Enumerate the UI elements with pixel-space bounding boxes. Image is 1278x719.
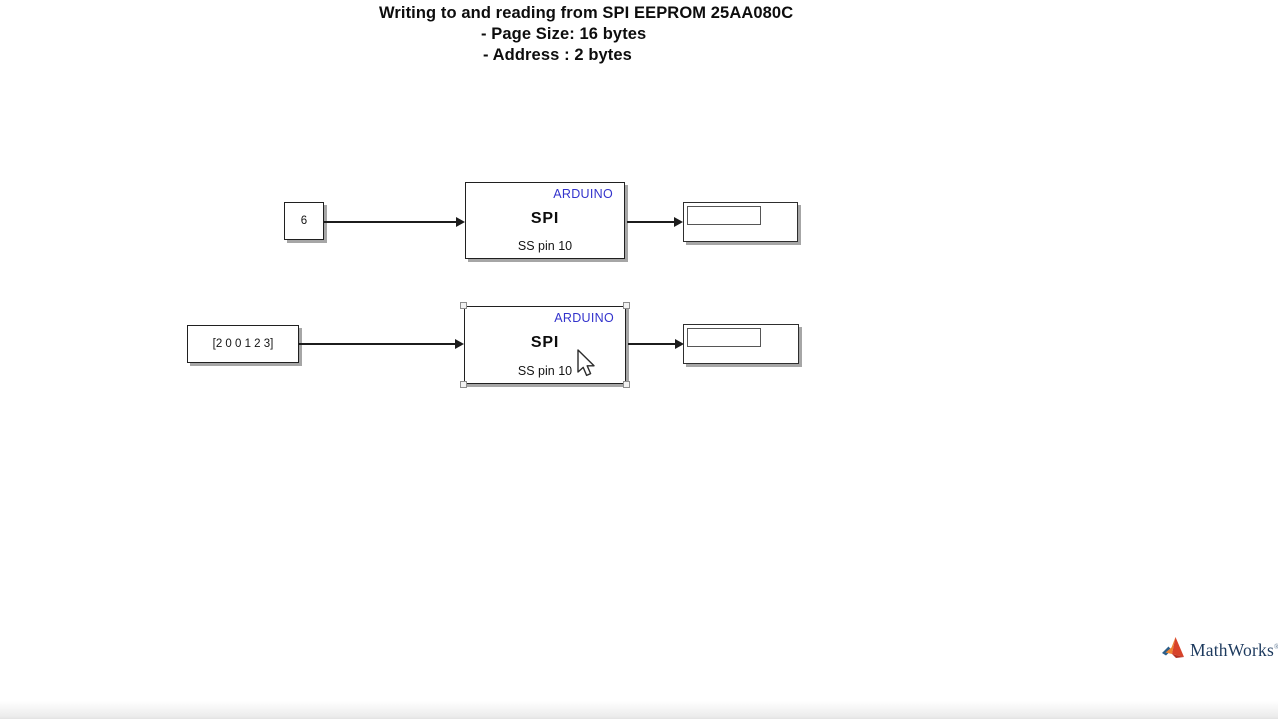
trademark-symbol: ®: [1274, 642, 1278, 651]
display-value-field: [687, 206, 761, 225]
signal-wire: [627, 221, 675, 223]
selection-handle-top-right[interactable]: [623, 302, 630, 309]
spi-wr-block-write[interactable]: ARDUINO SPI SS pin 10: [465, 182, 625, 259]
constant-value: 6: [300, 215, 308, 227]
wire-arrowhead-icon: [455, 339, 464, 349]
model-title-line1: Writing to and reading from SPI EEPROM 2…: [379, 4, 794, 22]
model-title-line2: - Page Size: 16 bytes: [481, 25, 647, 43]
wire-arrowhead-icon: [674, 217, 683, 227]
display-block-read[interactable]: [683, 324, 799, 364]
mathworks-watermark: MathWorks®: [1162, 635, 1278, 661]
signal-wire: [628, 343, 675, 345]
spi-block-name: SPI: [530, 334, 560, 351]
display-block-write[interactable]: [683, 202, 798, 242]
mathworks-wordmark: MathWorks®: [1190, 639, 1278, 660]
spi-ss-pin-label: SS pin 10: [517, 239, 573, 253]
mathworks-membrane-logo-icon: [1162, 637, 1184, 658]
constant-block-write[interactable]: 6: [284, 202, 324, 240]
bottom-fade-strip: [0, 701, 1278, 719]
wire-arrowhead-icon: [456, 217, 465, 227]
selection-handle-top-left[interactable]: [460, 302, 467, 309]
wire-arrowhead-icon: [675, 339, 684, 349]
mouse-cursor-icon: [577, 349, 595, 377]
spi-block-name: SPI: [530, 210, 560, 227]
spi-vendor-label: ARDUINO: [554, 311, 614, 325]
spi-vendor-label: ARDUINO: [553, 187, 613, 201]
constant-value: [2 0 0 1 2 3]: [212, 338, 274, 350]
signal-wire: [298, 343, 455, 345]
spi-wr-block-read-selected[interactable]: ARDUINO SPI SS pin 10: [460, 302, 630, 388]
model-title-line3: - Address : 2 bytes: [483, 46, 632, 64]
selection-handle-bottom-left[interactable]: [460, 381, 467, 388]
signal-wire: [324, 221, 456, 223]
spi-ss-pin-label: SS pin 10: [517, 364, 573, 378]
display-value-field: [687, 328, 761, 347]
selection-handle-bottom-right[interactable]: [623, 381, 630, 388]
constant-block-read[interactable]: [2 0 0 1 2 3]: [187, 325, 299, 363]
